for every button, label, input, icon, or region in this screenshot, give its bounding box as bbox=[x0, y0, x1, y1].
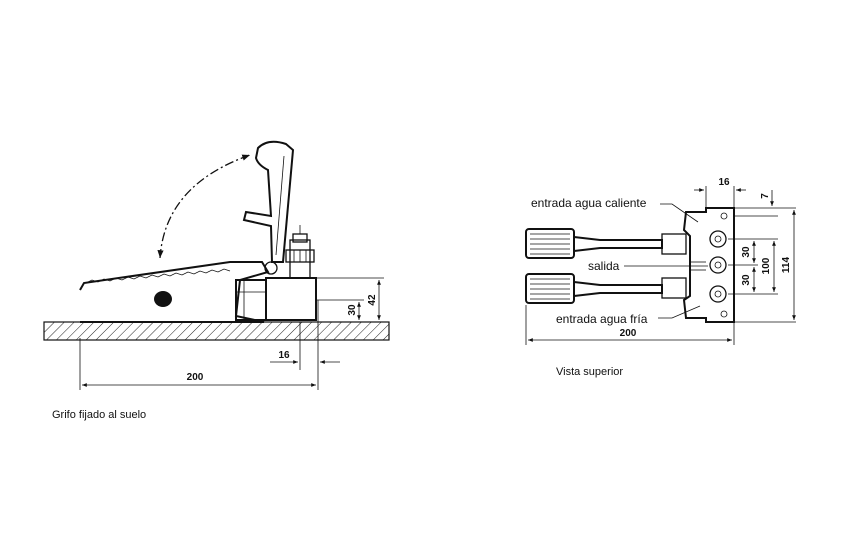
dim-spacing-upper: 30 bbox=[741, 246, 752, 258]
side-view: 200 16 30 42 Grifo fijado al suelo bbox=[43, 140, 390, 421]
cold-inlet-port-icon bbox=[709, 285, 727, 303]
top-view: entrada agua caliente salida entrada agu… bbox=[525, 177, 796, 378]
dim-total-height: 42 bbox=[367, 294, 378, 306]
dim-top-offset: 16 bbox=[718, 177, 730, 188]
raised-pedal bbox=[242, 140, 295, 263]
pedal-upper bbox=[525, 228, 687, 259]
rotation-arc bbox=[157, 154, 251, 259]
dim-width-side: 200 bbox=[187, 372, 204, 383]
rubber-foot bbox=[154, 291, 172, 307]
dim-span: 100 bbox=[761, 257, 772, 274]
valve-block bbox=[265, 277, 317, 321]
pivot-icon bbox=[264, 261, 278, 275]
outlet-port-icon bbox=[709, 256, 727, 274]
dim-edge: 7 bbox=[760, 193, 771, 199]
label-hot-inlet: entrada agua caliente bbox=[531, 196, 647, 210]
side-view-caption: Grifo fijado al suelo bbox=[52, 409, 146, 421]
dim-total: 114 bbox=[781, 256, 792, 273]
pedal-serration bbox=[85, 268, 231, 284]
top-view-caption: Vista superior bbox=[556, 366, 623, 378]
outlet-fitting bbox=[285, 225, 315, 279]
dim-spacing-lower: 30 bbox=[741, 274, 752, 286]
dim-width-top: 200 bbox=[620, 328, 637, 339]
label-cold-inlet: entrada agua fría bbox=[556, 312, 648, 326]
hot-inlet-port-icon bbox=[709, 230, 727, 248]
label-outlet: salida bbox=[588, 259, 620, 273]
valve-body bbox=[235, 279, 267, 321]
pedal-lower bbox=[525, 273, 687, 304]
dim-offset-side: 16 bbox=[278, 350, 290, 361]
floor-hatch bbox=[43, 321, 390, 341]
dim-inlet-height: 30 bbox=[347, 304, 358, 316]
